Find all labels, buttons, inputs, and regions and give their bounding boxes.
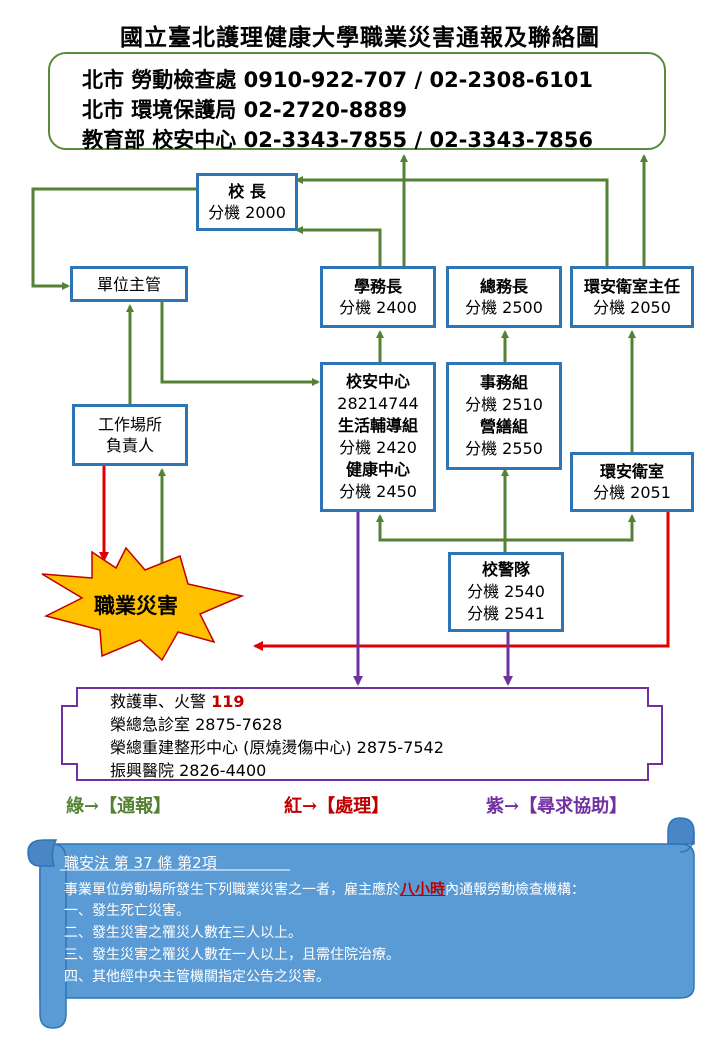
- node-general-affairs: 總務長 分機 2500: [446, 266, 562, 328]
- law-intro-highlight: 八小時: [400, 880, 446, 898]
- authority-contacts: 北市 勞動檢查處 0910-922-707 / 02-2308-6101 北市 …: [48, 52, 666, 152]
- node-extension: 分機 2050: [593, 298, 671, 317]
- node-label: 校安中心: [345, 372, 410, 391]
- law-item-1: 一、發生死亡災害。: [64, 903, 190, 919]
- incident-label: 職業災害: [94, 594, 178, 618]
- incident-burst: [41, 546, 245, 662]
- hospital-line-vghtpe-er: 榮總急診室 2875-7628: [110, 715, 283, 734]
- law-intro: 事業單位勞動場所發生下列職業災害之一者，雇主應於八小時內通報勞動檢查機構：: [64, 878, 585, 899]
- node-label: 總務長: [479, 277, 528, 296]
- law-heading: 職安法 第 37 條 第2項: [64, 854, 217, 872]
- emergency-label: 救護車、火警: [110, 692, 212, 711]
- law-intro-suffix: 內通報勞動檢查機構：: [445, 882, 586, 898]
- green-notify-lines: [31, 154, 648, 570]
- law-scroll: [27, 817, 695, 1029]
- hospital-contacts: 救護車、火警 119 榮總急診室 2875-7628 榮總重建整形中心 (原燒燙…: [62, 688, 662, 780]
- node-extension: 分機 2500: [465, 298, 543, 317]
- node-label: 環安衛室主任: [583, 277, 680, 296]
- node-campus-police: 校警隊 分機 2540 分機 2541: [448, 552, 564, 632]
- node-label-2: 負責人: [105, 436, 154, 455]
- legend-red: 紅→【處理】: [284, 796, 390, 817]
- node-label: 校警隊: [481, 560, 530, 579]
- purple-assist-lines: [353, 512, 513, 686]
- node-env-director: 環安衛室主任 分機 2050: [570, 266, 694, 328]
- legend-purple: 紫→【尋求協助】: [486, 796, 628, 817]
- page-title: 國立臺北護理健康大學職業災害通報及聯絡圖: [120, 25, 600, 51]
- node-extension: 分機 2510: [465, 395, 543, 414]
- node-env-office: 環安衛室 分機 2051: [570, 452, 694, 512]
- node-unit-head: 單位主管: [70, 266, 188, 302]
- node-label-2: 生活輔導組: [337, 416, 418, 435]
- contact-environment-bureau: 北市 環境保護局 02-2720-8889: [82, 98, 408, 122]
- hospital-line-cheng-hsin: 振興醫院 2826-4400: [110, 761, 267, 780]
- contact-labor-inspection: 北市 勞動檢查處 0910-922-707 / 02-2308-6101: [82, 68, 594, 92]
- law-item-2: 二、發生災害之罹災人數在三人以上。: [64, 925, 302, 941]
- hospital-line-emergency: 救護車、火警 119: [110, 688, 245, 712]
- legend-green: 綠→【通報】: [66, 796, 172, 817]
- node-workplace-head: 工作場所 負責人: [72, 404, 188, 466]
- node-label: 工作場所: [97, 415, 162, 434]
- node-extension-2: 分機 2550: [465, 439, 543, 458]
- node-label: 環安衛室: [599, 462, 664, 481]
- node-extension: 分機 2400: [339, 298, 417, 317]
- node-label: 事務組: [479, 373, 528, 392]
- node-extension: 分機 2420: [339, 438, 417, 457]
- node-label: 單位主管: [96, 274, 161, 294]
- node-extension: 分機 2000: [208, 203, 286, 222]
- law-item-4: 四、其他經中央主管機關指定公告之災害。: [64, 969, 330, 985]
- node-extension: 分機 2540: [467, 582, 545, 601]
- emergency-number: 119: [211, 692, 245, 711]
- node-extension-2: 分機 2450: [339, 482, 417, 501]
- node-label: 學務長: [353, 277, 402, 296]
- red-handling-lines: [99, 466, 670, 651]
- node-label: 校 長: [228, 182, 266, 201]
- node-safety-center: 校安中心 28214744 生活輔導組 分機 2420 健康中心 分機 2450: [320, 362, 436, 512]
- hospitals-frame: [61, 687, 663, 781]
- node-phone: 28214744: [337, 394, 419, 413]
- node-label-2: 營繕組: [479, 417, 528, 436]
- node-student-affairs: 學務長 分機 2400: [320, 266, 436, 328]
- hospital-line-vghtpe-burn: 榮總重建整形中心 (原燒燙傷中心) 2875-7542: [110, 738, 444, 757]
- law-item-3: 三、發生災害之罹災人數在一人以上，且需住院治療。: [64, 947, 400, 963]
- node-label-3: 健康中心: [345, 460, 410, 479]
- node-president: 校 長 分機 2000: [196, 173, 298, 231]
- node-extension-2: 分機 2541: [467, 604, 545, 623]
- contact-moe-safety-center: 教育部 校安中心 02-3343-7855 / 02-3343-7856: [82, 128, 594, 152]
- law-intro-prefix: 事業單位勞動場所發生下列職業災害之一者，雇主應於: [64, 882, 400, 898]
- node-affairs-section: 事務組 分機 2510 營繕組 分機 2550: [446, 362, 562, 470]
- node-extension: 分機 2051: [593, 483, 671, 502]
